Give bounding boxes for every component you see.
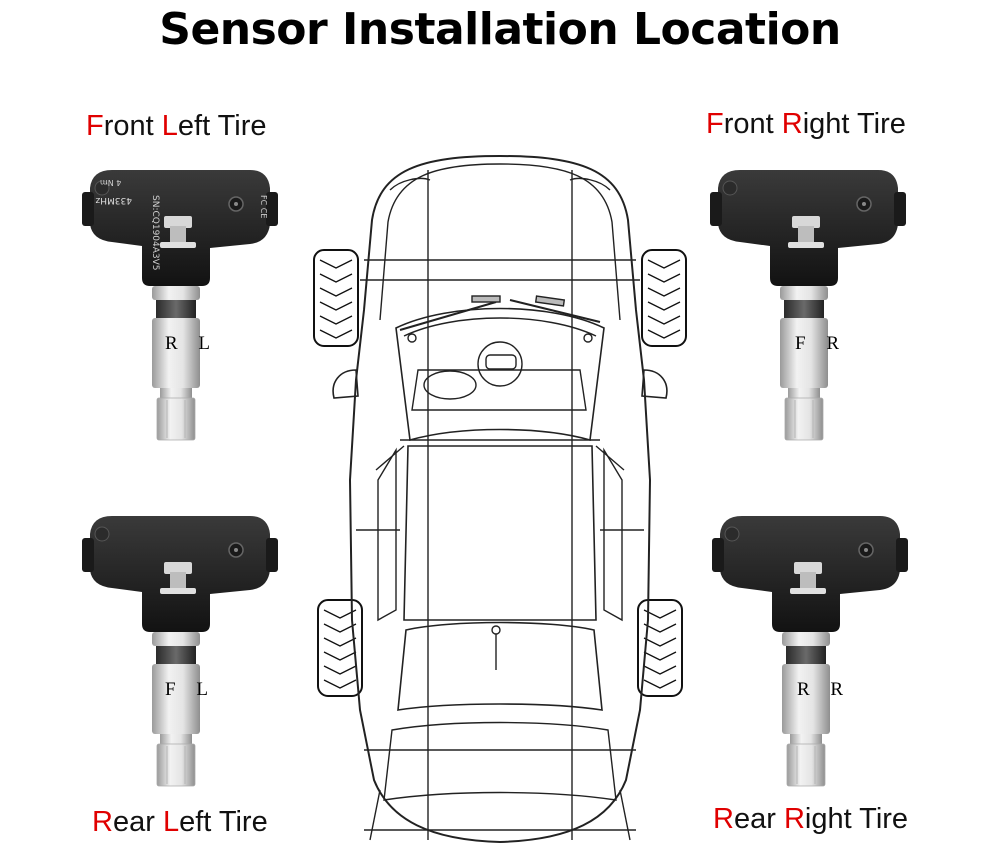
rear-left-valve-marking: F L (165, 679, 216, 700)
car-top-view-diagram (300, 150, 700, 850)
rear-right-valve-marking: R R (797, 679, 852, 700)
housing-torque-text: 4 Nm (100, 178, 122, 187)
rear-right-tire-label: Rear Right Tire (713, 803, 909, 835)
front-right-tire-label: Front Right Tire (706, 108, 906, 140)
rear-right-wheel (637, 599, 683, 697)
rear-left-wheel (317, 599, 363, 697)
rear-left-sensor: F L (72, 504, 292, 794)
rear-left-tire-label: Rear Left Tire (92, 806, 268, 838)
housing-cert-text: FC CE (259, 195, 268, 219)
front-right-wheel (641, 249, 687, 347)
frequency-text: 433MHz (95, 195, 132, 205)
front-left-wheel (313, 249, 359, 347)
front-left-tire-label: Front Left Tire (86, 110, 267, 142)
front-left-sensor: 433MHz R L (72, 158, 292, 448)
page-title: Sensor Installation Location (159, 4, 841, 55)
front-right-valve-marking: F R (795, 333, 847, 354)
housing-serial-text: SN:CQ1904A3V5 (150, 195, 160, 271)
front-left-valve-marking: R L (165, 333, 219, 354)
rear-right-sensor: R R (702, 504, 922, 794)
front-right-sensor: F R (700, 158, 920, 448)
